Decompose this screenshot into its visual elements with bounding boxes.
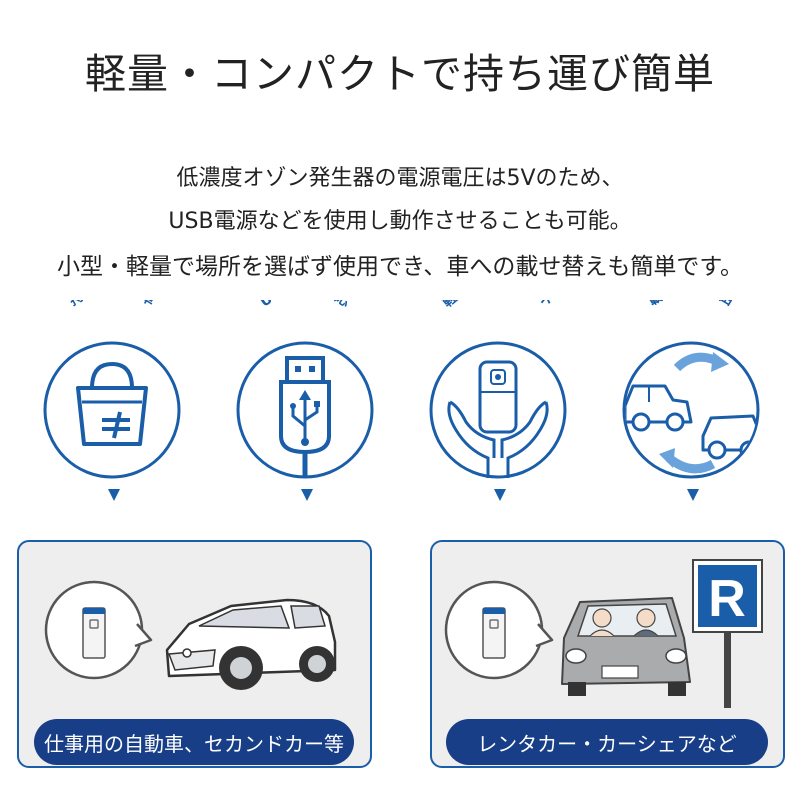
feature-label-arc: 載せ替え自由 (645, 300, 737, 309)
rental-car-icon: R (444, 559, 763, 708)
feature-label-arc: 持ち運び簡単 (66, 300, 158, 309)
feature-label: 持ち運び簡単 (66, 300, 158, 309)
arrow-down-icon (108, 489, 120, 501)
feature-label-arc: 軽量・コンパクト (439, 300, 556, 311)
description-line-2: USB電源などを使用し動作させることも可能。 (168, 209, 632, 234)
panel-label-pill: レンタカー・カーシェアなど (446, 719, 768, 765)
page-title: 軽量・コンパクトで持ち運び簡単 (85, 50, 715, 98)
svg-text:載せ替え自由: 載せ替え自由 (645, 300, 737, 309)
arrow-down-icon (687, 489, 699, 501)
svg-text:持ち運び簡単: 持ち運び簡単 (66, 300, 158, 309)
svg-text:軽量・コンパクト: 軽量・コンパクト (439, 300, 556, 311)
feature-label: 載せ替え自由 (645, 300, 737, 309)
shopping-bag-icon (43, 341, 181, 479)
parking-sign-letter: R (708, 570, 746, 628)
arrow-down-icon (301, 489, 313, 501)
hands-holding-device-icon (429, 341, 567, 479)
feature-label: USB電源対応 (257, 300, 353, 311)
car-swap-icon (622, 341, 760, 479)
feature-portable: 持ち運び簡単 (27, 300, 197, 510)
feature-usb: USB電源対応 (220, 300, 390, 510)
description-line-1: 低濃度オゾン発生器の電源電圧は5Vのため、 (176, 166, 624, 191)
feature-label-arc: USB電源対応 (257, 300, 353, 311)
arrow-down-icon (494, 489, 506, 501)
feature-compact: 軽量・コンパクト (413, 300, 583, 510)
usb-plug-icon (236, 341, 374, 479)
svg-text:USB電源対応: USB電源対応 (257, 300, 353, 311)
description-line-3: 小型・軽量で場所を選ばず使用でき、車への載せ替えも簡単です。 (56, 254, 744, 280)
white-car-icon (44, 580, 337, 690)
feature-label: 軽量・コンパクト (439, 300, 556, 311)
panel-label-pill: 仕事用の自動車、セカンドカー等 (34, 719, 354, 765)
feature-transferable: 載せ替え自由 (606, 300, 776, 510)
